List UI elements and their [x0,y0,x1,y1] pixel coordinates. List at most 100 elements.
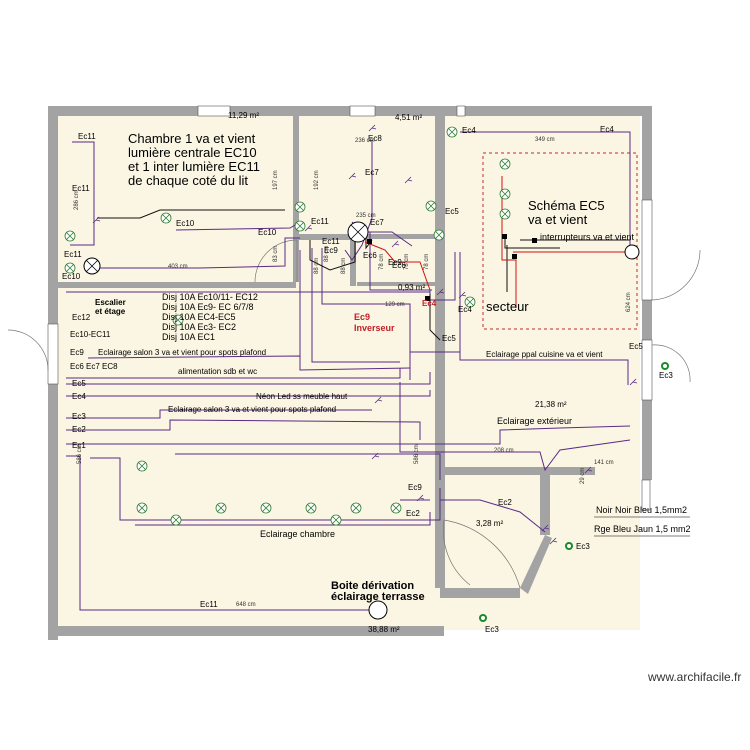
exterior-lamp-right [661,362,669,370]
circuit-label: Ec4 [462,126,476,135]
area-salon: 38,88 m² [368,625,400,634]
switch-icon [541,524,550,532]
circuit-label: Ec3 [659,371,673,380]
dim-label: 129 cm [385,302,405,308]
switches [92,124,638,545]
wire-label: Eclairage ppal cuisine va et vient [486,350,603,359]
circuit-label: Ec8 [368,134,382,143]
switch-icon [584,466,593,474]
light-cross [307,504,315,512]
note-inverseur-1: Ec9 [354,312,370,322]
light-cross [392,504,400,512]
light-cross [448,128,456,136]
light-cross [352,504,360,512]
circuit-label: Ec9 [388,258,402,267]
dim-label: 78 cm [424,254,430,270]
dim-label: 88 cm [341,258,347,274]
bay-wall [520,535,552,594]
circuit-label: Ec11 [311,217,329,226]
watermark: www.archifacile.fr [647,670,741,684]
legend-entry-1: Noir Noir Bleu 1,5mm2 [596,505,687,515]
circuit-label: Ec10 [62,272,81,281]
circuit-label: Ec3 [576,542,590,551]
circuit-label: Ec11 [64,250,82,259]
note-chambre-1: Chambre 1 va et vient [128,131,256,146]
note-boite-2: éclairage terrasse [331,591,425,603]
light-cross [427,202,435,210]
circuit-label: Ec5 [72,379,86,388]
note-disj-2: Disj 10A Ec9- EC 6/7/8 [162,302,254,312]
circuit-label: Ec4 [422,299,437,308]
area-chambre: 11,29 m² [228,111,259,120]
light-cross [66,264,74,272]
note-chambre-3: et 1 inter lumière EC11 [128,159,260,174]
light-cross [262,504,270,512]
circuit-label: Ec7 [370,218,384,227]
note-schema-1: Schéma EC5 [528,198,605,213]
dim-label: 235 cm [356,213,376,219]
switch-icon [92,216,101,224]
switch-icon [391,240,400,248]
wiring [66,131,631,611]
note-boite-1: Boite dérivation [331,580,414,592]
dim-label: 78 cm [404,254,410,270]
area-sdb: 4,51 m² [395,113,422,122]
dim-label: 624 cm [626,292,632,312]
area-entree: 3,28 m² [476,519,503,528]
circuit-label: Ec5 [629,342,643,351]
wire-label: Eclairage salon 3 va et vient pour spots… [168,405,336,414]
light-cross [138,504,146,512]
circuit-label: Ec2 [498,498,512,507]
circuit-label: Ec6 [392,261,406,270]
note-escalier-2: et étage [95,307,126,316]
light-cross [217,504,225,512]
dim-label: 403 cm [168,264,188,270]
circuit-label: Ec9 [324,246,338,255]
note-escalier-1: Escalier [95,298,126,307]
ceiling-lights [64,126,511,526]
wire-legend: Noir Noir Bleu 1,5mm2 Rge Bleu Jaun 1,5 … [594,505,691,537]
circuit-label: Ec6 Ec7 EC8 [70,362,118,371]
light-cross [466,298,474,306]
circuit-label: Ec4 [72,392,86,401]
switch-icon [436,288,445,296]
dim-label: 192 cm [314,170,320,190]
light-cross [162,214,170,222]
exterior-lamp-corner [565,542,573,550]
circuit-labels: Ec11 Ec11 Ec11 Ec10 Ec10 Ec10 Ec11 Ec8 E… [62,125,673,634]
switch-icon [549,537,558,545]
circuit-label: Ec6 [363,251,377,260]
switch-icon [371,452,380,460]
circuit-label: Ec2 [72,425,86,434]
circuit-label: Ec11 [322,237,340,246]
wire-label: alimentation sdb et wc [178,367,257,376]
dim-label: 83 cm [273,246,279,262]
exterior-lamps [479,362,669,622]
black-wiring [97,209,630,341]
dim-label: 349 cm [535,137,555,143]
note-secteur: secteur [486,299,529,314]
dim-label: 586 cm [414,444,420,464]
floors [50,110,640,630]
circuit-label: Ec11 [78,132,96,141]
light-cross [435,231,443,239]
dim-label: 88 cm [314,258,320,274]
dim-label: 586 cm [77,444,83,464]
wire-label: Eclairage chambre [260,529,335,539]
dim-label: 236 cm [355,138,375,144]
light-cross [66,232,74,240]
dim-label: 29 cm [580,468,586,484]
light-cross [172,516,180,524]
dim-label: 197 cm [273,170,279,190]
wire-label: Eclairage extérieur [497,416,572,426]
note-inverseur-2: Inverseur [354,323,395,333]
light-cross [501,190,509,198]
area-cuisine: 21,38 m² [535,400,567,409]
switch-icon [304,224,313,232]
light-cross [296,222,304,230]
dim-label: 208 cm [494,448,514,454]
switch-icon [404,176,413,184]
note-interrupteurs: interrupteurs va et vient [540,232,635,242]
circuit-label: Ec12 [72,313,91,322]
